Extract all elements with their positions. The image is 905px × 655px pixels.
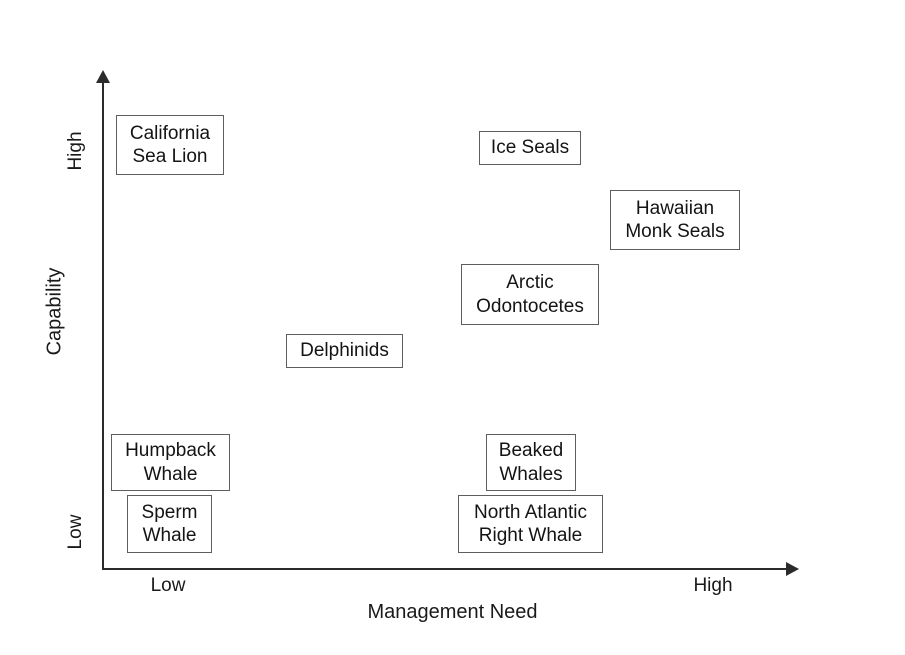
chart-item-box: Delphinids [286, 334, 403, 368]
chart-item-box: Humpback Whale [111, 434, 230, 491]
x-axis-tick-low: Low [150, 575, 186, 596]
chart-item-box: Beaked Whales [486, 434, 576, 491]
chart-item-label: North Atlantic Right Whale [474, 501, 587, 546]
y-axis-line [102, 80, 104, 570]
chart-item-label: Hawaiian Monk Seals [625, 197, 725, 242]
chart-item-label: Beaked Whales [498, 440, 564, 485]
chart-item-label: California Sea Lion [129, 122, 211, 167]
chart-item-box: Arctic Odontocetes [461, 264, 599, 325]
chart-item-box: Ice Seals [479, 131, 581, 165]
chart-item-box: California Sea Lion [116, 115, 224, 175]
chart-item-label: Ice Seals [490, 137, 570, 159]
chart-item-label: Sperm Whale [141, 501, 198, 546]
chart-item-box: Hawaiian Monk Seals [610, 190, 740, 250]
y-axis-arrow-icon [96, 70, 110, 83]
x-axis-tick-high: High [693, 575, 733, 596]
chart-item-box: Sperm Whale [127, 495, 212, 553]
x-axis-line [102, 568, 792, 570]
chart-item-label: Humpback Whale [125, 440, 216, 485]
chart-item-label: Arctic Odontocetes [476, 272, 584, 317]
x-axis-title: Management Need [367, 601, 538, 623]
chart-item-box: North Atlantic Right Whale [458, 495, 603, 553]
chart-item-label: Delphinids [300, 340, 389, 362]
x-axis-arrow-icon [786, 562, 799, 576]
